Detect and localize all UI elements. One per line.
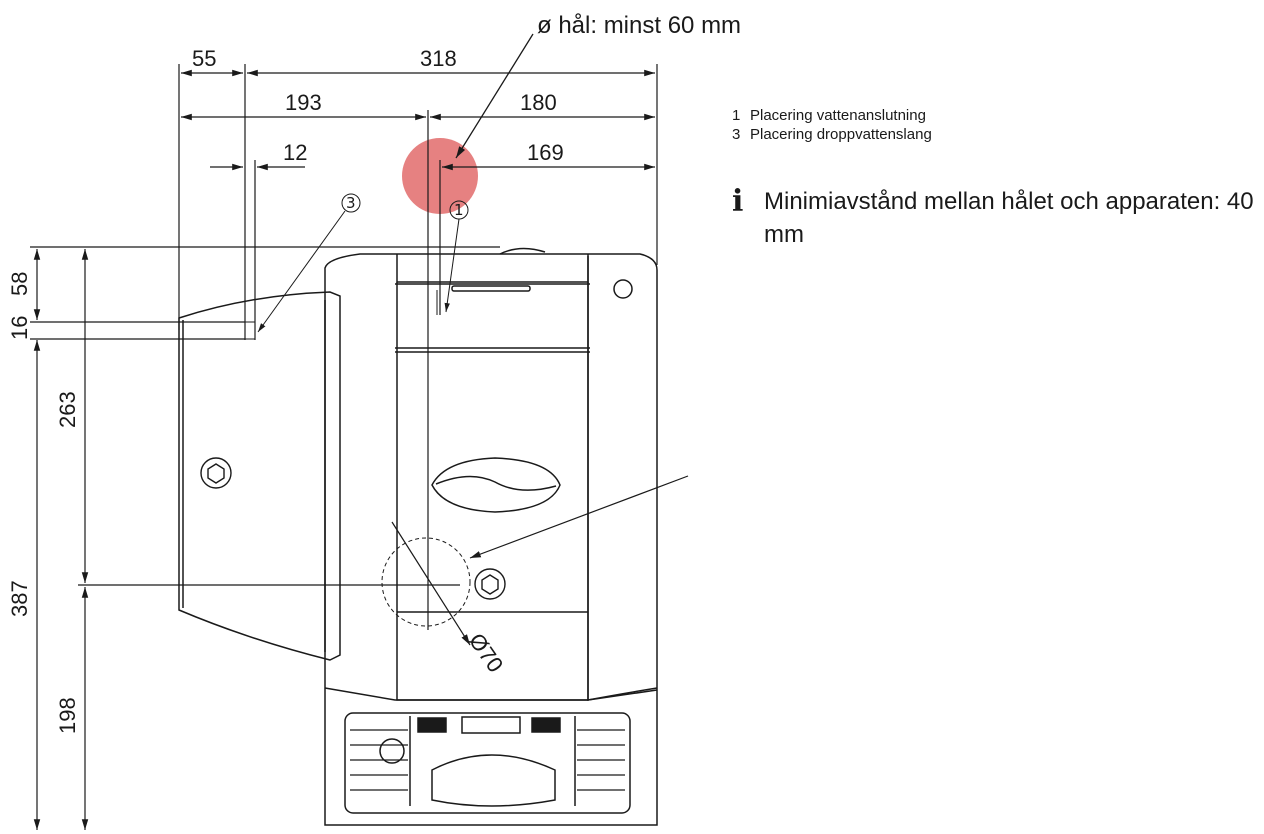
- callout-1: 1: [454, 201, 464, 219]
- legend: 1 Placering vattenanslutning 3 Placering…: [732, 106, 1262, 144]
- legend-number: 3: [732, 126, 741, 143]
- callout-3-leader: [257, 210, 346, 333]
- hole-label-leader: [455, 33, 534, 159]
- callout-3: 3: [346, 194, 356, 212]
- dim-12: 12: [283, 140, 307, 165]
- legend-number: 1: [732, 107, 741, 124]
- dim-169: 169: [527, 140, 564, 165]
- callout-3-circle: [341, 193, 361, 213]
- info-note: i Minimiavstånd mellan hålet och apparat…: [732, 185, 1264, 251]
- callout-1-leader: [444, 218, 460, 313]
- hex-bolt-right: [474, 568, 506, 600]
- hex-bolt-left: [200, 457, 232, 489]
- dim-70: Ø70: [464, 629, 508, 677]
- legend-item: 1 Placering vattenanslutning: [732, 106, 1262, 125]
- dim-318: 318: [420, 46, 457, 71]
- legend-label: Placering vattenanslutning: [750, 107, 926, 124]
- dim-387: 387: [7, 580, 32, 617]
- vertical-dimensions: [30, 246, 500, 830]
- appliance: [178, 247, 658, 826]
- dim-55: 55: [192, 46, 216, 71]
- hole-70-circle: [381, 537, 471, 627]
- dim-16: 16: [7, 316, 32, 340]
- info-icon: i: [732, 184, 744, 219]
- dim-58: 58: [7, 272, 32, 296]
- drain-hose-mark: [244, 321, 256, 340]
- legend-label: Placering droppvattenslang: [750, 126, 932, 143]
- dim-193: 193: [285, 90, 322, 115]
- dim-198: 198: [55, 697, 80, 734]
- hole-70-dim-line: [391, 521, 471, 646]
- horizontal-dimensions: [178, 64, 658, 630]
- hole-70-leader: [469, 475, 689, 559]
- dim-263: 263: [55, 391, 80, 428]
- legend-item: 3 Placering droppvattenslang: [732, 125, 1262, 144]
- hole-size-label: ø hål: minst 60 mm: [537, 12, 742, 39]
- dim-180: 180: [520, 90, 557, 115]
- info-note-text: Minimiavstånd mellan hålet och apparaten…: [764, 188, 1254, 248]
